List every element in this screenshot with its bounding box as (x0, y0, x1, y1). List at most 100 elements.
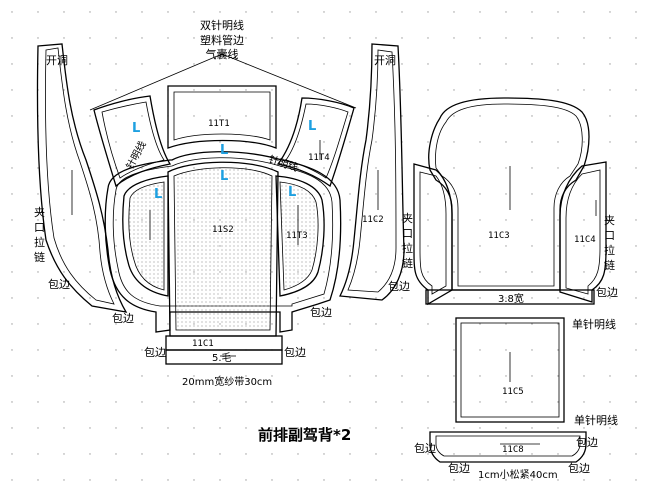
grid-dot (323, 271, 325, 273)
grid-dot (271, 401, 273, 403)
grid-dot (479, 115, 481, 117)
grid-dot (245, 37, 247, 39)
grid-dot (37, 219, 39, 221)
grid-dot (531, 245, 533, 247)
grid-dot (37, 11, 39, 13)
grid-dot (63, 479, 65, 481)
grid-dot (11, 115, 13, 117)
label-binding-4: 包边 (284, 346, 306, 359)
grid-dot (349, 323, 351, 325)
grid-dot (453, 323, 455, 325)
grid-dot (245, 427, 247, 429)
grid-dot (453, 141, 455, 143)
grid-dot (349, 401, 351, 403)
grid-dot (479, 37, 481, 39)
piece-code-11c2: 11C2 (362, 215, 384, 225)
grid-dot (401, 219, 403, 221)
grid-dot (635, 219, 637, 221)
piece-code-11c8: 11C8 (502, 445, 524, 455)
grid-dot (271, 89, 273, 91)
grid-dot (349, 349, 351, 351)
label-binding-5: 包边 (310, 306, 332, 319)
grid-dot (609, 349, 611, 351)
grid-dot (63, 219, 65, 221)
grid-dot (505, 89, 507, 91)
grid-dot (37, 167, 39, 169)
grid-dot (141, 89, 143, 91)
grid-dot (219, 141, 221, 143)
grid-dot (609, 323, 611, 325)
grid-dot (505, 375, 507, 377)
grid-dot (583, 193, 585, 195)
grid-dot (89, 479, 91, 481)
grid-dot (375, 479, 377, 481)
grid-dot (583, 11, 585, 13)
grid-dot (401, 297, 403, 299)
grid-dot (349, 245, 351, 247)
grid-dot (323, 375, 325, 377)
grid-dot (375, 115, 377, 117)
label-strip-20mm: 20mm宽纱带30cm (182, 375, 272, 388)
grid-dot (89, 323, 91, 325)
grid-dot (453, 63, 455, 65)
grid-dot (63, 453, 65, 455)
grid-dot (323, 167, 325, 169)
grid-dot (609, 453, 611, 455)
grid-dot (583, 141, 585, 143)
grid-dot (245, 453, 247, 455)
label-zipper-left: 夹 口 拉 链 (34, 206, 49, 264)
grid-dot (141, 401, 143, 403)
grid-dot (167, 297, 169, 299)
grid-dot (479, 63, 481, 65)
grid-dot (557, 63, 559, 65)
grid-dot (453, 479, 455, 481)
grid-dot (531, 37, 533, 39)
grid-dot (635, 37, 637, 39)
label-binding-8: 包边 (414, 442, 436, 455)
grid-dot (323, 479, 325, 481)
grid-dot (375, 141, 377, 143)
grid-dot (323, 453, 325, 455)
grid-dot (531, 297, 533, 299)
grid-dot (297, 453, 299, 455)
blue-mark-3: L (220, 143, 228, 158)
grid-dot (479, 219, 481, 221)
grid-dot (557, 219, 559, 221)
grid-dot (271, 115, 273, 117)
grid-dot (531, 271, 533, 273)
grid-dot (635, 323, 637, 325)
grid-dot (453, 271, 455, 273)
label-binding-6: 包边 (388, 280, 410, 293)
grid-dot (89, 271, 91, 273)
grid-dot (557, 37, 559, 39)
grid-dot (271, 37, 273, 39)
piece-code-11t4: 11T4 (308, 153, 330, 163)
grid-dot (63, 323, 65, 325)
grid-dot (479, 297, 481, 299)
grid-dot (37, 401, 39, 403)
grid-dot (479, 453, 481, 455)
grid-dot (271, 271, 273, 273)
grid-dot (505, 167, 507, 169)
grid-dot (635, 271, 637, 273)
grid-dot (505, 219, 507, 221)
grid-dot (323, 37, 325, 39)
grid-dot (505, 271, 507, 273)
grid-dot (583, 401, 585, 403)
grid-dot (323, 245, 325, 247)
grid-dot (531, 323, 533, 325)
grid-dot (37, 193, 39, 195)
grid-dot (349, 115, 351, 117)
grid-dot (401, 323, 403, 325)
grid-dot (349, 141, 351, 143)
grid-dot (375, 11, 377, 13)
grid-dot (427, 401, 429, 403)
grid-dot (453, 427, 455, 429)
grid-dot (141, 11, 143, 13)
grid-dot (635, 141, 637, 143)
grid-dot (375, 63, 377, 65)
grid-dot (63, 167, 65, 169)
grid-dot (349, 219, 351, 221)
grid-dot (635, 453, 637, 455)
grid-dot (479, 479, 481, 481)
